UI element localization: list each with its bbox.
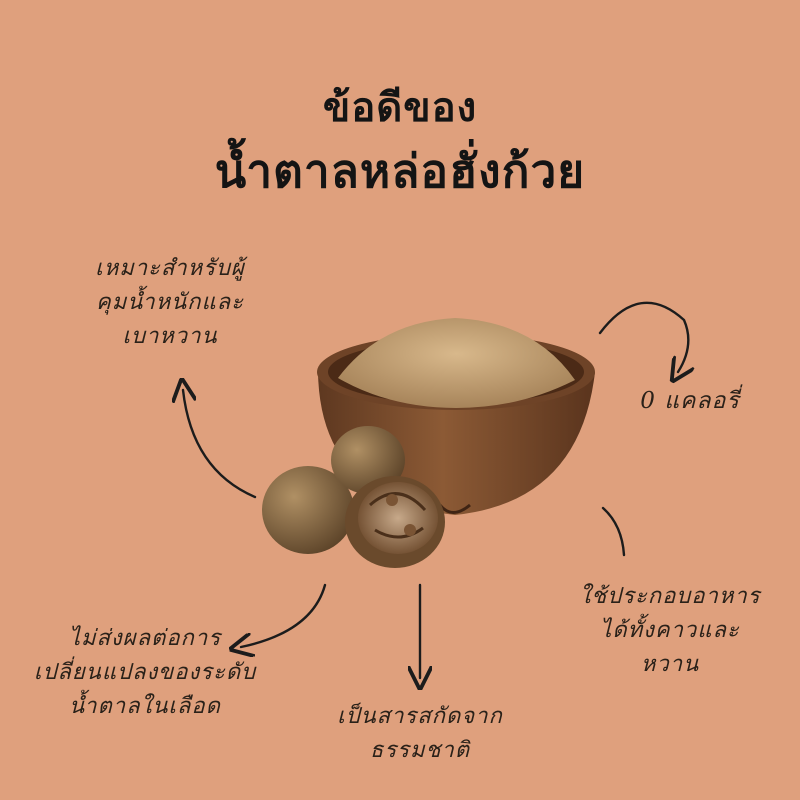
benefit-natural-extract: เป็นสารสกัดจาก ธรรมชาติ [310, 700, 530, 768]
benefit-line: ได้ทั้งคาวและ [600, 618, 740, 643]
benefit-line: ธรรมชาติ [369, 738, 471, 763]
benefit-line: คุมน้ำหนักและ [96, 290, 244, 315]
benefit-weight-diabetes: เหมาะสำหรับผู้ คุมน้ำหนักและ เบาหวาน [70, 252, 270, 354]
benefit-blood-sugar: ไม่ส่งผลต่อการ เปลี่ยนแปลงของระดับ น้ำตา… [20, 622, 270, 724]
powder-bowl [317, 318, 595, 515]
curved-arrow-icon [183, 390, 257, 499]
curved-arrow-icon [601, 506, 626, 557]
benefit-line: หวาน [640, 652, 700, 677]
title-block: ข้อดีของ น้ำตาลหล่อฮั่งก้วย [0, 80, 800, 202]
benefit-line: เปลี่ยนแปลงของระดับ [33, 660, 257, 685]
benefit-cooking: ใช้ประกอบอาหาร ได้ทั้งคาวและ หวาน [555, 580, 785, 682]
benefit-line: น้ำตาลในเลือด [69, 694, 221, 719]
title-line-1: ข้อดีของ [322, 85, 478, 131]
benefit-line: เบาหวาน [122, 324, 218, 349]
benefit-line: เหมาะสำหรับผู้ [95, 256, 245, 281]
benefit-zero-calorie: 0 แคลอรี่ [620, 384, 760, 418]
curved-arrow-icon [598, 301, 688, 372]
title-line-2: น้ำตาลหล่อฮั่งก้วย [214, 144, 586, 198]
curved-arrow-icon [241, 583, 327, 647]
benefit-line: เป็นสารสกัดจาก [337, 704, 503, 729]
benefit-line: ใช้ประกอบอาหาร [579, 584, 761, 609]
monk-fruits [262, 426, 445, 568]
benefit-line: ไม่ส่งผลต่อการ [68, 626, 222, 651]
benefit-line: 0 แคลอรี่ [640, 388, 740, 414]
